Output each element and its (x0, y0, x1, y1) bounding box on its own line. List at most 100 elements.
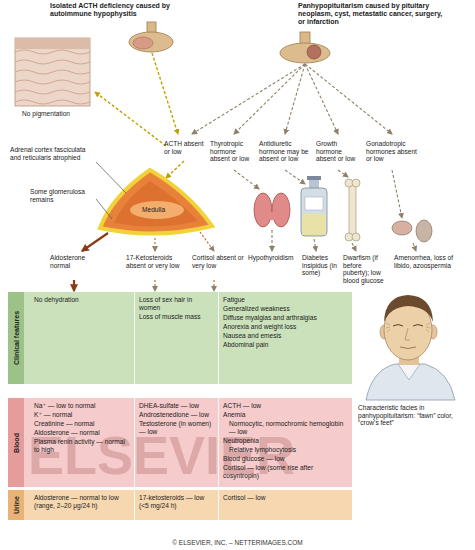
band-entry: Loss of sex hair in women (139, 296, 212, 311)
skin-histology (15, 38, 90, 106)
thyroid-isthmus (263, 212, 281, 220)
mouth (400, 347, 416, 349)
effect-arrow (271, 230, 272, 251)
anatomy-label: Adrenal cortex fasciculata and reticular… (10, 146, 94, 161)
thyroid (254, 193, 290, 251)
hormone-arrow (234, 170, 259, 189)
band-entry: Nausea and emesis (223, 332, 346, 340)
urine-band: Urine Aldosterone — normal to low (range,… (8, 490, 352, 520)
hormone-label: Thyrotropic hormone absent or low (210, 140, 256, 163)
band-column: DHEA-sulfate — lowAndrostenedione — lowT… (134, 398, 214, 487)
bone (345, 179, 360, 251)
band-strip: Clinical features (8, 292, 24, 384)
band-column: FatigueGeneralized weaknessDiffuse myalg… (218, 292, 348, 384)
hormone-label: Growth hormone absent or low (316, 140, 362, 163)
band-column: Cortisol — low (218, 490, 348, 520)
band-column: ACTH — lowAnemiaNormocytic, normochromic… (218, 398, 348, 487)
panel-heading: Panhypopituitarism caused by pituitary n… (298, 2, 444, 26)
band-entry: Creatinine — normal (34, 420, 126, 428)
bottle-cap (307, 176, 321, 180)
bone-shaft (349, 183, 356, 237)
effect-label: Hypothyroidism (248, 254, 300, 262)
band-strip: Blood (8, 398, 24, 487)
eye (393, 325, 403, 327)
band-entry: Neutropenia (223, 437, 346, 445)
effect-label: Cortisol absent or very low (192, 254, 244, 269)
crows-feet (386, 323, 390, 332)
band-entry: No dehydration (34, 296, 126, 304)
hormone-label: Antidiuretic hormone may be absent or lo… (259, 140, 313, 163)
tissue-line (15, 60, 90, 64)
epidermis (15, 38, 90, 49)
band-entry: Na⁺ — low to normal (34, 402, 126, 410)
hormone-arrow (285, 170, 305, 184)
hormone-arrow (192, 64, 305, 134)
band-entry: Abdominal pain (223, 341, 346, 349)
band-heading: Blood (13, 433, 20, 453)
bottle-liquid (302, 214, 326, 235)
nose (405, 328, 410, 340)
band-entry: K⁺ — normal (34, 411, 126, 419)
effect-label: Amenorrhea, loss of libido, azoospermia (394, 254, 456, 269)
band-entry: ACTH — low (223, 402, 346, 410)
testis (416, 220, 432, 242)
band-entry: Anemia (223, 411, 346, 419)
pituitary-gland (280, 43, 330, 63)
band-heading: Urine (13, 496, 20, 514)
acth-arrow (152, 53, 178, 134)
panel-heading: Isolated ACTH deficiency caused by autoi… (50, 2, 176, 18)
band-entry: 17-ketosteroids — low (<5 mg/24 h) (139, 494, 212, 509)
effect-label: Dwarfism (if before puberty); low blood … (343, 254, 389, 284)
anatomy-label: Medulla (142, 206, 176, 214)
band-entry: Aldosterone — normal (34, 429, 126, 437)
gonads (392, 220, 432, 251)
cortisol-arrow (200, 232, 214, 251)
histology-label: No pigmentation (22, 110, 102, 118)
acth-skin-arrow (95, 92, 166, 146)
histology-frame (15, 38, 90, 106)
band-entry: Cortisol — low (223, 494, 346, 502)
hormone-arrow (338, 170, 348, 177)
adrenal-medulla (130, 201, 184, 219)
bottle-body (301, 188, 327, 236)
adrenal-gland (96, 162, 212, 234)
band-entry: Aldosterone — normal to low (range, 2–20… (34, 494, 126, 509)
band-entry: Cortisol — low (some rise after cosyntro… (223, 464, 346, 479)
acth-adrenal-arrow (166, 161, 184, 178)
tissue-line (15, 70, 90, 74)
band-entry: Plasma renin activity — normal to high (34, 438, 126, 453)
hormone-arrow (305, 64, 392, 134)
hormone-arrow (234, 64, 305, 134)
effect-arrow (154, 280, 155, 291)
thyroid-lobe (272, 193, 290, 227)
hormone-label: Gonadotropic hormones absent or low (366, 140, 424, 163)
band-entry: Generalized weakness (223, 305, 346, 313)
adrenal-arrows (74, 232, 214, 291)
pituitary-tumor (307, 45, 321, 59)
hair (384, 295, 433, 322)
effect-arrow (413, 243, 416, 251)
tissue-line (15, 100, 90, 104)
adrenal-cortex (100, 170, 212, 234)
pituitary-left (129, 22, 173, 52)
hormone-arrow (285, 64, 305, 134)
copyright-note: © ELSEVIER, INC. – NETTERIMAGES.COM (0, 539, 475, 546)
effect-label: Aldosterone normal (50, 254, 100, 269)
shirt (366, 364, 455, 400)
eye (413, 325, 423, 327)
tissue-line (15, 50, 90, 54)
effect-arrow (314, 239, 316, 251)
bottle-label (305, 197, 323, 210)
band-entry: Loss of muscle mass (139, 313, 212, 321)
leader-line (96, 162, 126, 193)
histology-texture (15, 38, 90, 104)
anatomy-label: Some glomerulosa remains (30, 188, 94, 203)
crows-feet (426, 323, 430, 332)
band-strip: Urine (8, 490, 24, 520)
band-entry: Relative lymphocytosis (223, 446, 346, 454)
effect-arrow (352, 243, 356, 251)
band-entry: Testosterone (in women) — low (139, 420, 212, 435)
band-entry: DHEA-sulfate — low (139, 402, 212, 410)
adrenal-inner (114, 181, 198, 227)
